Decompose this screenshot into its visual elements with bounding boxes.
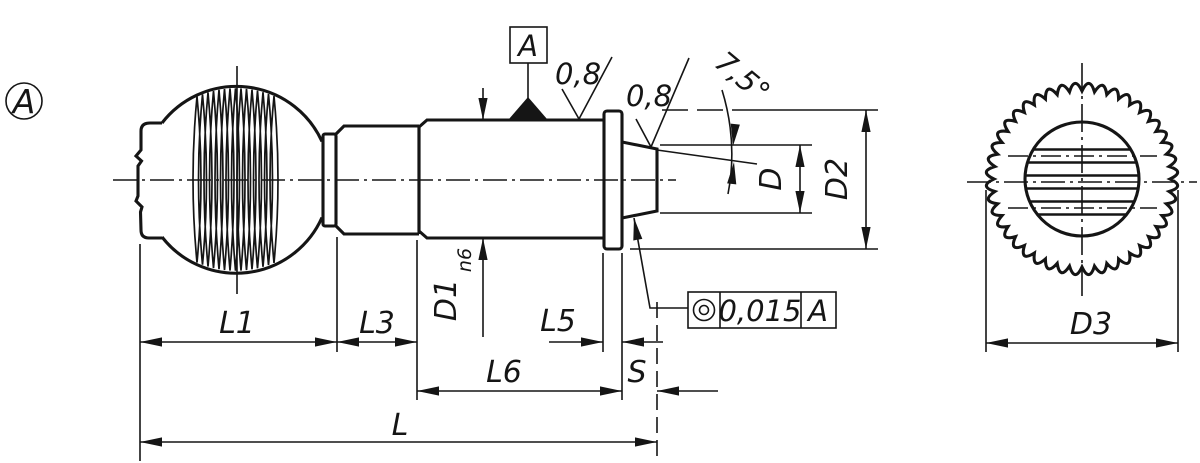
pin-outline [621,140,659,220]
roughness-icon-2 [635,57,690,149]
arrow [315,337,337,347]
dim-label-s: S [627,355,646,390]
feature-control-frame: 0,015 A [687,291,837,329]
roughness-value-1: 0,8 [555,57,601,91]
side-view [113,66,758,294]
dim-label-d1: D1 [429,279,464,321]
roughness-value-2: 0,8 [626,79,672,113]
dim-label-l1: L1 [219,306,255,341]
tolerance-leader [633,217,688,309]
arrow [478,238,488,260]
dim-label-d1-fit: n6 [454,248,476,272]
datum-triangle-icon [509,97,547,119]
view-label-text: A [11,82,36,121]
arrow [795,191,805,213]
neck-ring [321,132,338,228]
arrow [478,98,488,120]
dim-label-d: D [754,167,789,190]
ball-knob-outline [160,84,324,275]
arrow [861,110,871,132]
tolerance-value: 0,015 [718,294,801,328]
dim-label-d3: D3 [1070,307,1112,342]
angle-arrow-lower [727,161,739,185]
arrow [795,145,805,167]
dim-label-l6: L6 [486,355,522,390]
dim-label-l5: L5 [540,304,576,339]
annotations: A A 0,8 0,8 7,5° 0,015 A [5,26,837,329]
datum-box-letter: A [516,29,538,63]
tolerance-datum-ref: A [806,294,828,328]
arrow [635,437,657,447]
arrow [861,227,871,249]
dimensions: L1 L3 L5 L6 S L D1 n6 [139,88,878,461]
dim-label-l3: L3 [359,306,395,341]
angle-label: 7,5° [708,44,776,109]
frame-border [687,291,837,329]
taper-extension-line [656,149,758,165]
dim-label-d2: D2 [820,158,855,200]
cylinder-outline [417,118,604,240]
knurled-rim-outline [984,81,1180,277]
tolerance-leader-arrow [629,217,643,241]
arrow [140,437,162,447]
arrow [337,337,359,347]
arrow [622,337,644,347]
arrow [600,386,622,396]
groove-bands [1025,148,1139,216]
view-label-circle [5,82,43,120]
flange-outline [602,109,624,251]
arrow [140,337,162,347]
arrow [417,386,439,396]
arrow [395,337,417,347]
arrow [581,337,603,347]
end-cap-outline [133,121,162,240]
concentricity-icon-inner [698,304,710,316]
ball-knurl-pattern [192,88,279,271]
end-view: D3 [967,63,1197,352]
dim-label-l: L [392,408,409,443]
arrow [1156,338,1178,348]
roughness-icon-1 [561,56,613,121]
concentricity-icon [692,298,716,322]
arrow [657,386,679,396]
inner-circle-outline [1023,120,1141,238]
arrow [986,338,1008,348]
